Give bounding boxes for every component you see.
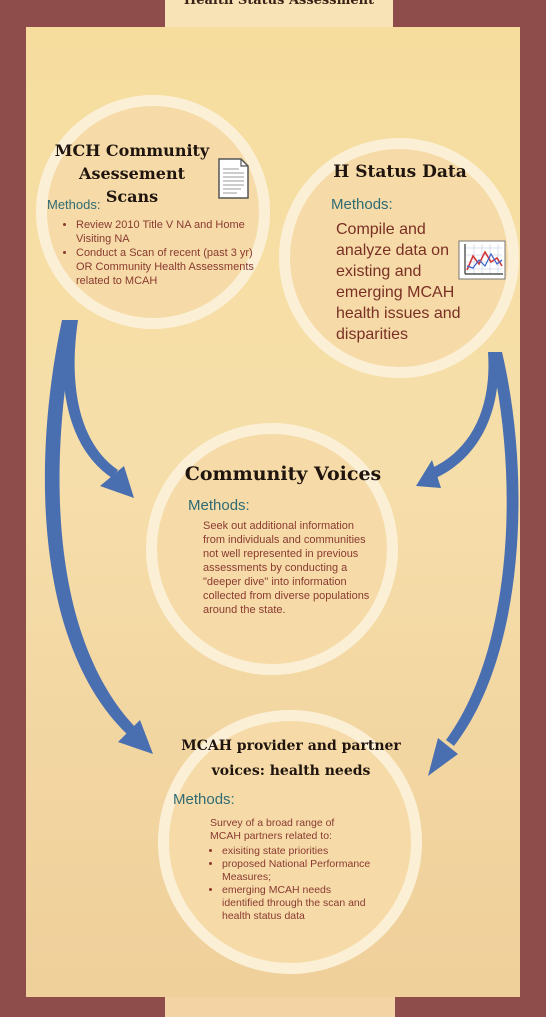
line-chart-icon [458,240,506,285]
list-item: Conduct a Scan of recent (past 3 yr) OR … [76,246,260,288]
community-methods-description: Seek out additional information from ind… [203,520,370,616]
page-title: Health Status Assessment [183,0,375,8]
h-status-description: Compile and analyze data on existing and… [336,221,461,343]
provider-voices-title-line1: MCAH provider and partner [181,738,401,754]
provider-voices-circle[interactable] [158,710,422,974]
mch-scans-circle[interactable] [36,95,270,329]
mch-scans-title: MCH Community Asessement Scans [54,141,210,206]
provider-methods-intro: Survey of a broad range of MCAH partners… [210,817,335,842]
community-methods-label: Methods: [188,497,250,514]
list-item: exisiting state priorities [222,845,376,858]
top-frame-gap [165,0,393,27]
mch-methods-label: Methods: [47,197,101,212]
h-status-title: H Status Data [333,162,467,182]
arrow-mch-to-provider [44,320,137,735]
list-item: Review 2010 Title V NA and Home Visiting… [76,218,260,246]
list-item: emerging MCAH needs identified through t… [222,884,376,923]
document-icon [215,157,251,206]
bottom-frame-gap [165,997,395,1017]
arrow-mch-to-community [62,320,118,478]
arrowhead-hstatus-to-provider [428,738,458,776]
community-voices-title: Community Voices [184,463,382,485]
arrowhead-mch-to-community [100,466,134,498]
arrow-hstatus-to-community [432,352,499,478]
arrowhead-mch-to-provider [118,720,153,754]
provider-voices-title-line2: voices: health needs [211,763,371,779]
provider-methods-list: exisiting state priorities proposed Nati… [206,845,376,923]
provider-methods-label: Methods: [173,791,235,808]
mch-methods-list: Review 2010 Title V NA and Home Visiting… [60,218,260,288]
list-item: proposed National Performance Measures; [222,858,376,884]
arrowhead-hstatus-to-community [416,460,441,488]
community-voices-circle[interactable] [146,423,398,675]
h-status-methods-label: Methods: [331,196,393,213]
